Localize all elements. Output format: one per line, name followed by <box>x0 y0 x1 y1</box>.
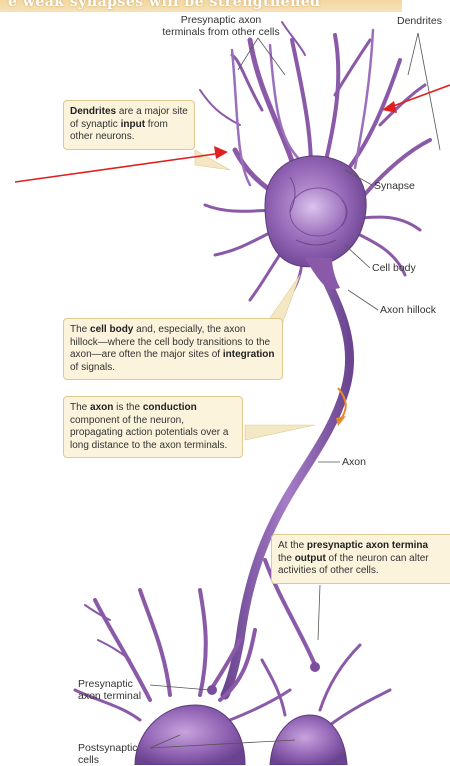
callout-cellbody-key: integration <box>223 349 275 360</box>
callout-terminal-text: At the <box>278 540 307 551</box>
callout-dendrites-key: input <box>121 119 145 130</box>
callout-axon-text-mid: is the <box>113 402 142 413</box>
label-presynaptic-terminals: Presynaptic axon terminals from other ce… <box>146 14 296 38</box>
callout-axon-key: conduction <box>143 402 197 413</box>
callout-terminal-key: output <box>295 553 326 564</box>
label-axon: Axon <box>342 456 366 468</box>
callout-axon-term: axon <box>90 402 113 413</box>
label-cell-body: Cell body <box>372 262 416 274</box>
postsynaptic-soma-left <box>135 705 245 765</box>
label-presynaptic-terminal: Presynaptic axon terminal <box>78 678 141 702</box>
axon-hillock-taper <box>305 258 340 290</box>
callout-pointer-axon <box>245 425 315 440</box>
callout-cellbody-text: The <box>70 324 90 335</box>
callout-terminal: At the presynaptic axon termina the outp… <box>271 534 450 584</box>
callout-axon-text: The <box>70 402 90 413</box>
callout-dendrites: Dendrites are a major site of synaptic i… <box>63 100 195 150</box>
nucleus <box>290 188 346 236</box>
callout-dendrites-term: Dendrites <box>70 106 116 117</box>
callout-cellbody-text-end: of signals. <box>70 362 115 373</box>
callout-terminal-term: presynaptic axon termina <box>307 540 428 551</box>
callout-axon: The axon is the conduction component of … <box>63 396 243 458</box>
callout-cell-body: The cell body and, especially, the axon … <box>63 318 283 380</box>
callout-terminal-text-mid: the <box>278 553 295 564</box>
label-axon-hillock: Axon hillock <box>380 304 436 316</box>
label-postsynaptic-cells: Postsynaptic cells <box>78 742 138 766</box>
terminal-knob-2 <box>310 662 320 672</box>
callout-axon-text-end: component of the neuron, propagating act… <box>70 415 228 451</box>
label-dendrites: Dendrites <box>397 15 442 27</box>
callout-cellbody-term: cell body <box>90 324 133 335</box>
label-synapse: Synapse <box>374 180 415 192</box>
